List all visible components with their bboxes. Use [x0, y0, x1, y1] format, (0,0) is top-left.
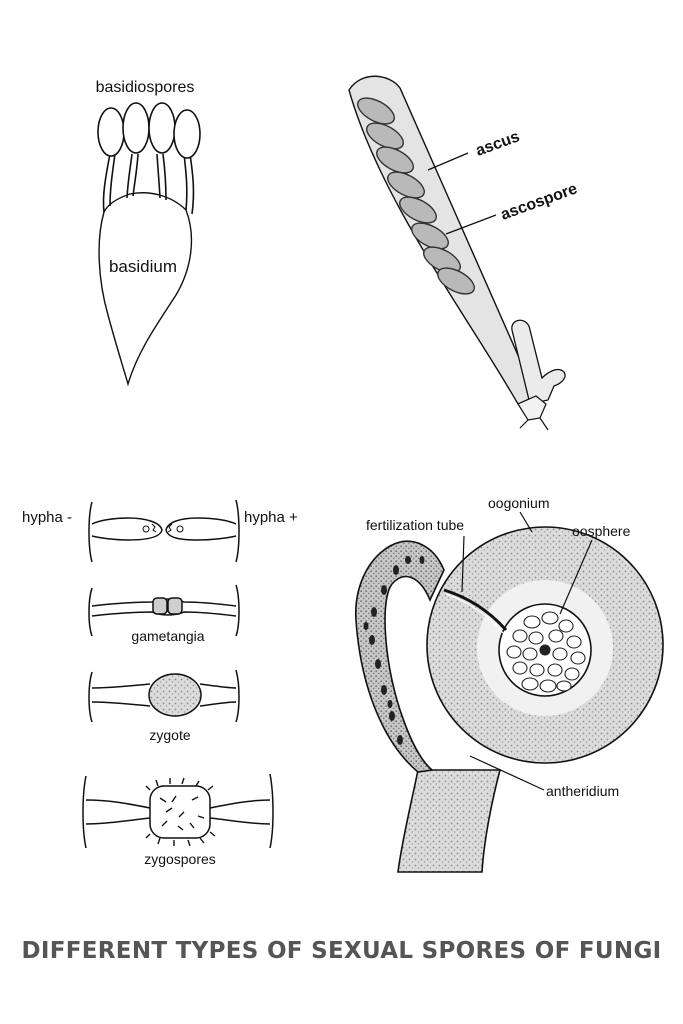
basidiospore-group [97, 102, 201, 159]
ascospore [376, 146, 414, 174]
oosphere-cells [506, 611, 586, 693]
ascus-leaders [427, 152, 497, 235]
zygote-label: zygote [149, 727, 190, 743]
ascospore [423, 246, 461, 274]
oogonium-label: oogonium [488, 495, 550, 511]
hypha-minus-label: hypha - [22, 509, 72, 526]
ascospore-label: ascospore [499, 180, 580, 223]
hypha-plus-label: hypha + [244, 509, 298, 526]
basidium-diagram [98, 153, 195, 387]
ascospore-group [357, 97, 475, 295]
ascospore [387, 171, 425, 199]
basidium-label: basidium [109, 257, 177, 276]
basidiospore [97, 107, 125, 157]
gametangia-label: gametangia [131, 628, 204, 644]
page-title: DIFFERENT TYPES OF SEXUAL SPORES OF FUNG… [21, 938, 662, 964]
basidiospore [148, 102, 176, 154]
ascospore [411, 222, 449, 250]
ascospore [399, 196, 437, 224]
oogonium-diagram [355, 526, 664, 873]
basidiospores-label: basidiospores [96, 79, 195, 96]
zygospores-label: zygospores [144, 851, 216, 867]
fertilization-tube-label: fertilization tube [366, 517, 464, 533]
oogonium-leaders [461, 511, 593, 791]
ascospore [366, 122, 404, 150]
oosphere-label: oosphere [572, 523, 631, 539]
stage-gametangia [88, 584, 240, 637]
ascospore [437, 267, 475, 295]
ascus-label: ascus [474, 128, 523, 160]
basidiospore [122, 102, 150, 154]
antheridium-label: antheridium [546, 783, 619, 799]
stage-approach [88, 499, 240, 563]
stage-zygote [88, 669, 240, 723]
antheridium-spots [363, 556, 425, 745]
basidiospore [173, 109, 201, 159]
ascospore [357, 97, 395, 125]
stage-zygospore [82, 773, 274, 849]
zygospore-stages [82, 499, 274, 849]
